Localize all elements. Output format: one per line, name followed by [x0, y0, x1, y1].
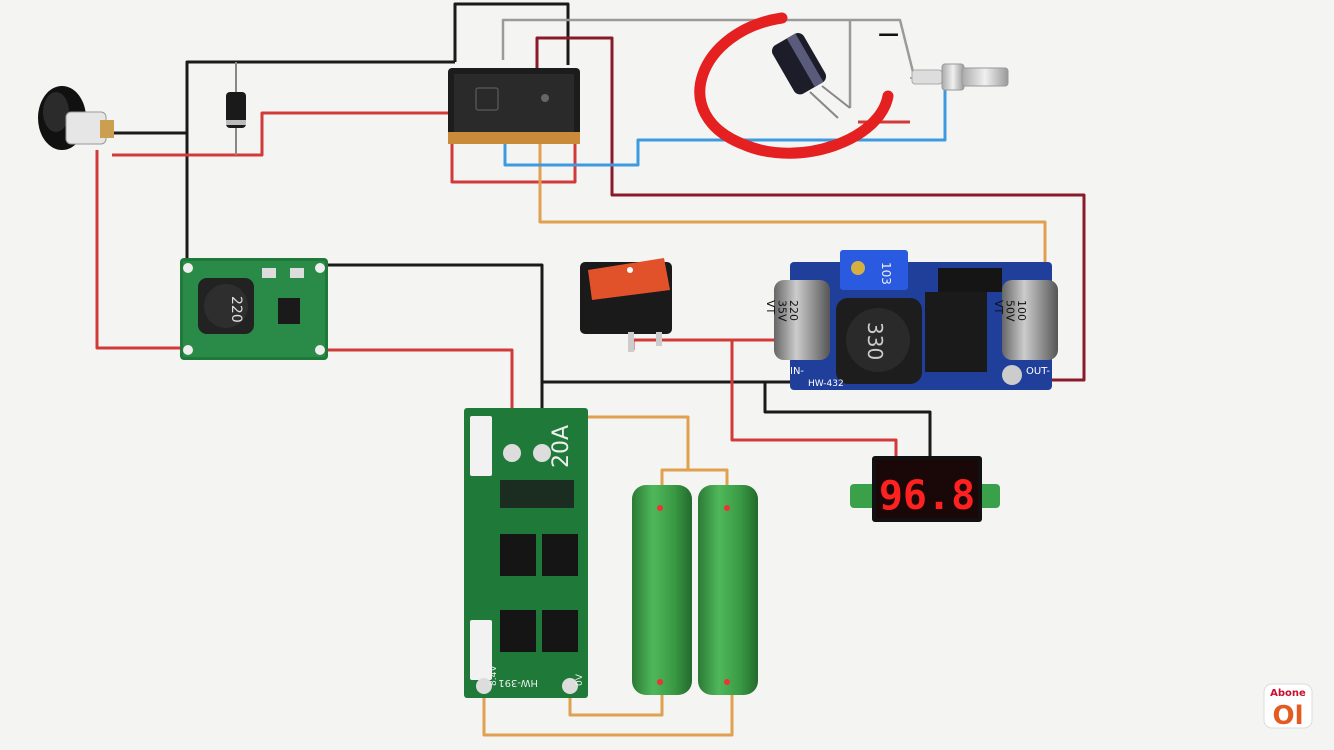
wire-red-jack-to-boost: [95, 150, 188, 350]
wire-orange-bms-bottom-right: [568, 690, 664, 717]
voltmeter-reading: 96.8: [879, 473, 975, 519]
electrolytic-capacitor-icon: [771, 33, 851, 119]
buck-cap-right-label: 10050VVT: [992, 300, 1028, 322]
watermark-top-label: Abone: [1270, 688, 1306, 699]
wire-gray-top: [501, 18, 917, 81]
bms-left-pad-label: 8.4V: [489, 665, 499, 686]
boost-converter-module-icon: [180, 258, 328, 360]
wire-maroon-out: [535, 36, 1086, 382]
wire-red-relay-loop: [450, 113, 577, 184]
bms-right-pad-label: 0V: [575, 673, 585, 686]
wire-black-relay-top: [453, 2, 570, 65]
buck-model-label: HW-432: [808, 379, 844, 389]
subscribe-watermark-icon: [1263, 683, 1313, 729]
bms-rating-label: 20A: [549, 425, 574, 468]
buck-inductor-label: 330: [863, 322, 887, 360]
wire-orange-bms-bottom-left: [482, 690, 734, 737]
buck-pot-label: 103: [879, 262, 893, 285]
red-arc-annotation-icon: [694, 12, 894, 159]
wire-red-to-meter: [730, 340, 898, 458]
buck-cap-left-label: 22035VVT: [764, 300, 800, 322]
watermark-bottom-label: Ol: [1272, 701, 1303, 731]
wire-black-to-meter: [763, 382, 932, 458]
wire-orange-cells-bridge: [688, 468, 729, 492]
bms-protection-board-icon: [464, 408, 588, 698]
bms-model-label: HW-391: [498, 677, 538, 688]
wire-black-diode-to-boost: [185, 60, 455, 262]
led-voltmeter-icon: [850, 456, 1000, 522]
wire-orange-relay-to-buck: [538, 105, 1047, 272]
rocker-switch-icon: [580, 258, 672, 352]
buck-out-label: OUT-: [1026, 366, 1050, 377]
wire-red-diode: [112, 111, 452, 157]
relay-icon: [448, 68, 580, 144]
dc-barrel-jack-icon: [38, 86, 114, 150]
boost-inductor-label: 220: [228, 296, 244, 323]
buck-in-label: IN-: [790, 366, 804, 377]
bnc-connector-icon: [910, 63, 1009, 91]
diode-icon: [226, 62, 246, 155]
lm2596-buck-module-icon: [774, 250, 1058, 390]
polarity-minus-label: −: [876, 17, 901, 52]
18650-cell-icon: [632, 485, 758, 695]
wire-black-boost-out: [320, 263, 544, 455]
